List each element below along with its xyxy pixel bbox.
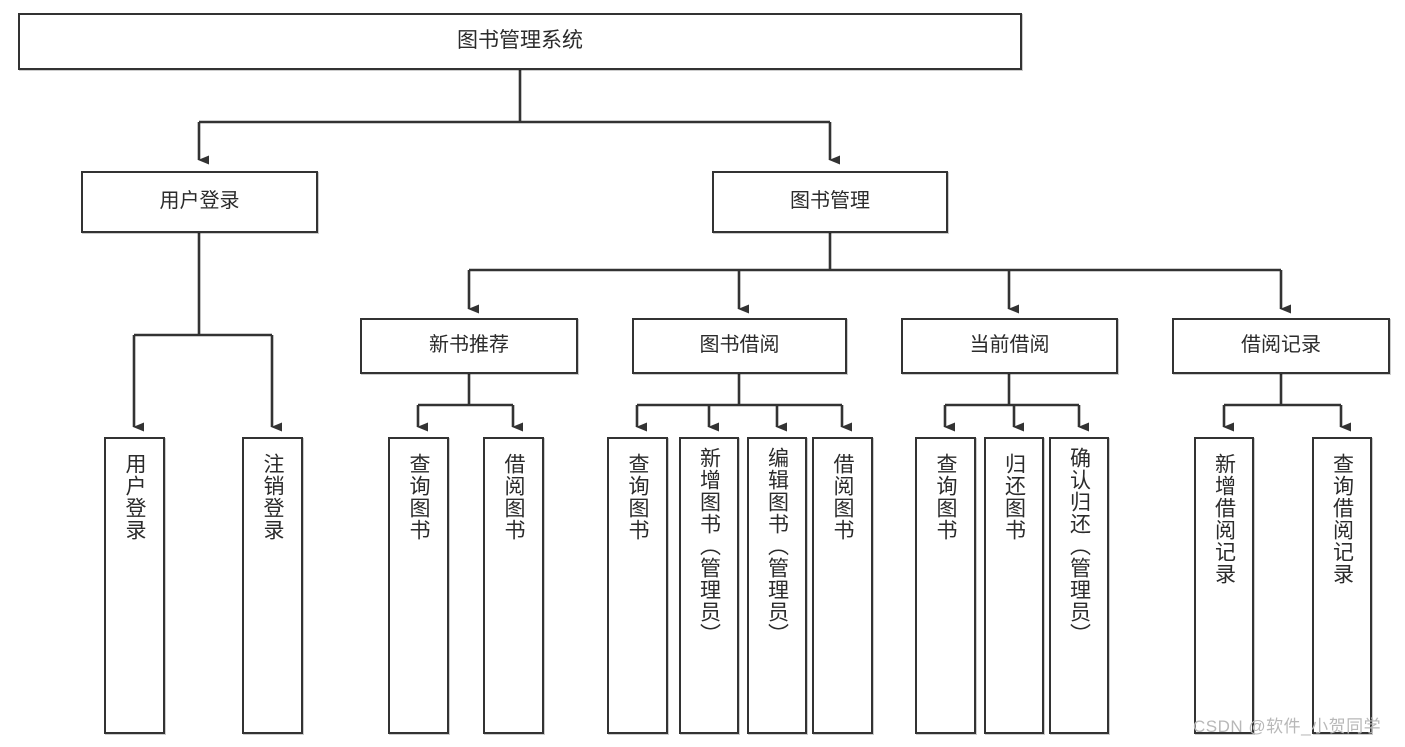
node-user-login[interactable]: 用户登录 — [81, 171, 318, 233]
node-label: 新增借阅记录 — [1212, 453, 1236, 585]
node-label: 当前借阅 — [969, 334, 1050, 357]
node-leaf-logout-login[interactable]: 注销登录 — [242, 437, 303, 734]
node-leaf-add-borrow-record[interactable]: 新增借阅记录 — [1194, 437, 1254, 734]
node-label: 新书推荐 — [429, 334, 509, 357]
node-label: 图书管理系统 — [457, 29, 583, 53]
node-label: 图书借阅 — [699, 334, 780, 357]
node-leaf-query-book-current[interactable]: 查询图书 — [915, 437, 976, 734]
node-leaf-return-book[interactable]: 归还图书 — [984, 437, 1044, 734]
node-label: 借阅记录 — [1241, 334, 1321, 357]
node-label: 查询图书 — [626, 453, 649, 541]
node-label: 归还图书 — [1002, 453, 1026, 541]
node-label: 借阅图书 — [502, 453, 525, 541]
node-label: 查询图书 — [407, 453, 430, 541]
node-new-book-recommend[interactable]: 新书推荐 — [360, 318, 578, 374]
node-leaf-query-book-borrow[interactable]: 查询图书 — [607, 437, 668, 734]
csdn-watermark: CSDN @软件_小贺同学 — [1193, 717, 1382, 736]
node-label: 编辑图书（管理员） — [765, 447, 789, 645]
node-label: 图书管理 — [790, 190, 870, 213]
node-borrow-record[interactable]: 借阅记录 — [1172, 318, 1390, 374]
node-leaf-borrow-book[interactable]: 借阅图书 — [812, 437, 873, 734]
node-label: 确认归还（管理员） — [1067, 447, 1091, 645]
node-book-borrow[interactable]: 图书借阅 — [632, 318, 847, 374]
node-label: 查询图书 — [934, 453, 957, 541]
node-leaf-add-book[interactable]: 新增图书（管理员） — [679, 437, 739, 734]
node-leaf-edit-book[interactable]: 编辑图书（管理员） — [747, 437, 807, 734]
node-label: 新增图书（管理员） — [697, 447, 721, 645]
node-leaf-query-borrow-record[interactable]: 查询借阅记录 — [1312, 437, 1372, 734]
node-label: 查询借阅记录 — [1330, 453, 1354, 585]
node-root-book-management-system[interactable]: 图书管理系统 — [18, 13, 1022, 70]
node-label: 用户登录 — [159, 190, 240, 213]
node-book-management[interactable]: 图书管理 — [712, 171, 948, 233]
node-current-borrow[interactable]: 当前借阅 — [901, 318, 1118, 374]
node-leaf-user-login[interactable]: 用户登录 — [104, 437, 165, 734]
node-label: 借阅图书 — [831, 453, 854, 541]
node-leaf-borrow-book-recommend[interactable]: 借阅图书 — [483, 437, 544, 734]
node-leaf-confirm-return[interactable]: 确认归还（管理员） — [1049, 437, 1109, 734]
node-label: 用户登录 — [123, 453, 146, 541]
node-label: 注销登录 — [261, 453, 284, 541]
node-leaf-query-book-recommend[interactable]: 查询图书 — [388, 437, 449, 734]
